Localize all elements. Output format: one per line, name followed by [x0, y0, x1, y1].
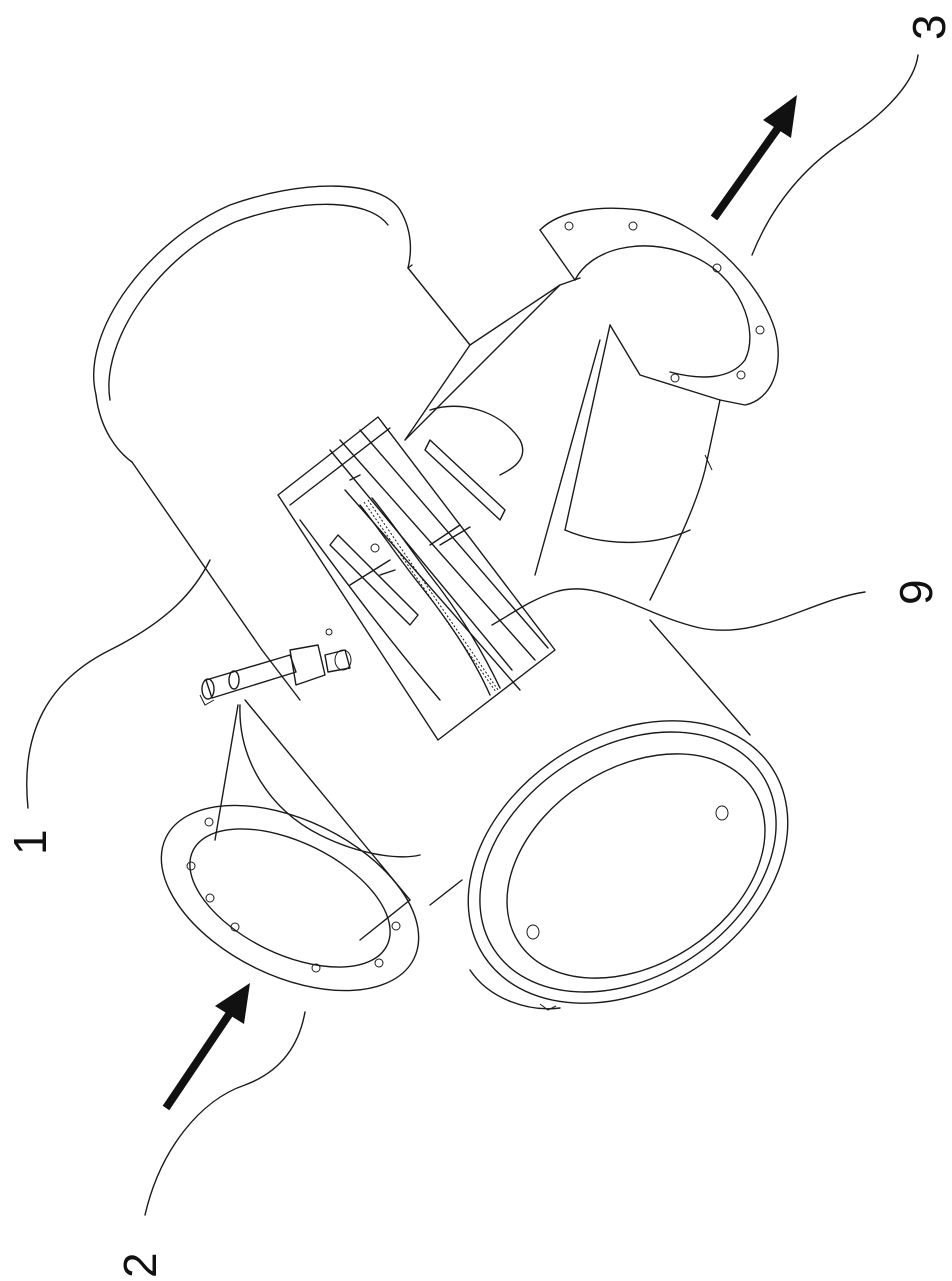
- label-part-3: 3: [903, 14, 952, 40]
- sensor-fitting: [199, 644, 352, 706]
- main-body-upper-flange: [93, 185, 413, 463]
- inlet-flow-arrow: [162, 983, 250, 1111]
- leader-line-3: [751, 54, 919, 256]
- main-body-lower-flange: [467, 720, 789, 1011]
- inlet-pipe: [160, 704, 420, 992]
- outlet-flow-arrow: [710, 95, 797, 221]
- label-part-2: 2: [114, 1252, 166, 1278]
- label-part-1: 1: [4, 829, 56, 855]
- leader-line-2: [144, 1011, 306, 1216]
- leader-line-9: [491, 588, 866, 631]
- main-body: [131, 267, 751, 906]
- outlet-pipe: [404, 207, 779, 601]
- cutaway-filter-element: [277, 416, 556, 741]
- leader-line-1: [26, 559, 211, 809]
- label-part-9: 9: [890, 579, 942, 605]
